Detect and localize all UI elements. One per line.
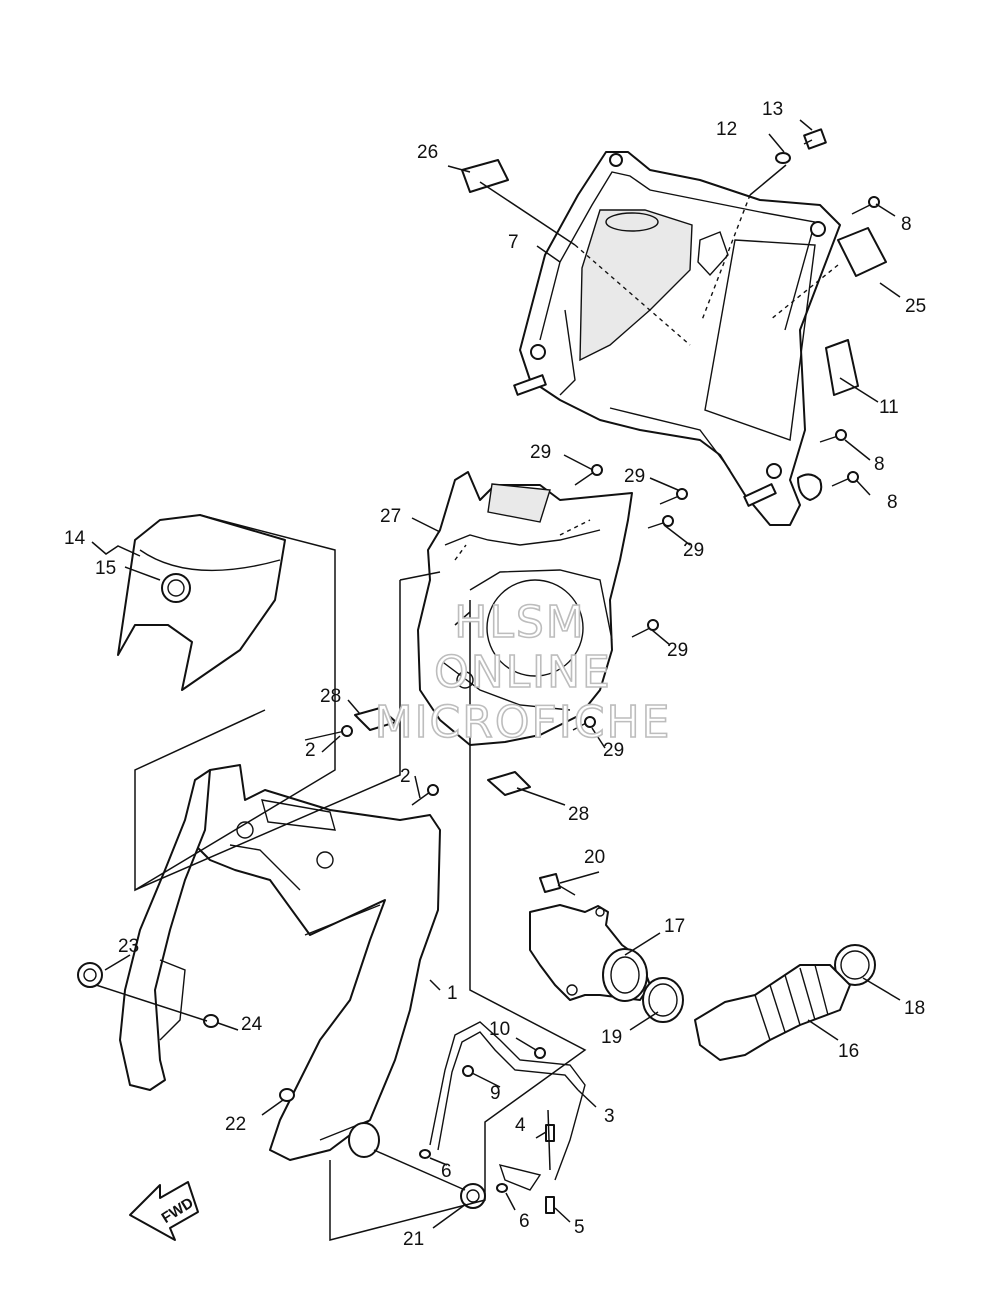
nut-28-lower [487, 771, 531, 796]
label-25 [837, 227, 887, 277]
callout-23: 23 [118, 936, 139, 957]
fwd-arrow-icon: FWD [129, 1181, 199, 1241]
watermark: HLSM ONLINE MICROFICHE [374, 596, 672, 749]
callout-18: 18 [904, 998, 925, 1019]
washer-12 [775, 152, 791, 164]
emblem-15 [161, 573, 191, 603]
callout-6: 6 [441, 1161, 452, 1182]
callout-19: 19 [601, 1027, 622, 1048]
callout-13: 13 [762, 99, 783, 120]
clip-11 [825, 339, 859, 396]
screws-8 [819, 196, 880, 487]
callout-8: 8 [874, 454, 885, 475]
callout-21: 21 [403, 1229, 424, 1250]
clamp-19 [642, 977, 684, 1023]
callout-26: 26 [417, 142, 438, 163]
callout-15: 15 [95, 558, 116, 579]
callout-27: 27 [380, 506, 401, 527]
inner-panel-part-7 [513, 151, 841, 526]
bolt-13 [803, 128, 827, 150]
callout-28: 28 [568, 804, 589, 825]
stay-part-3 [429, 1021, 586, 1191]
nut-28-upper [354, 707, 397, 731]
watermark-line-2: ONLINE [434, 647, 612, 698]
callout-4: 4 [515, 1115, 526, 1136]
inner-cover-part-27 [417, 471, 633, 746]
label-26 [461, 159, 509, 193]
screws-29 [572, 464, 688, 731]
intake-joint-17 [529, 904, 651, 1002]
callout-17: 17 [664, 916, 685, 937]
reference-lines [134, 514, 587, 1241]
side-panel-left [119, 769, 211, 1091]
callout-29: 29 [683, 540, 704, 561]
callout-7: 7 [508, 232, 519, 253]
fastener-23 [77, 962, 103, 988]
watermark-line-1: HLSM [454, 597, 586, 648]
bolt-20 [539, 873, 576, 896]
clamp-18 [834, 944, 876, 986]
callout-6: 6 [519, 1211, 530, 1232]
callout-11: 11 [879, 397, 899, 418]
callout-22: 22 [225, 1114, 246, 1135]
fasteners-misc [77, 725, 555, 1214]
callout-1: 1 [447, 983, 458, 1004]
callout-16: 16 [838, 1041, 859, 1062]
intake-duct-16 [694, 964, 851, 1061]
callout-29: 29 [530, 442, 551, 463]
callout-2: 2 [305, 740, 316, 761]
callout-8: 8 [901, 214, 912, 235]
callout-8: 8 [887, 492, 898, 513]
callout-28: 28 [320, 686, 341, 707]
callout-10: 10 [489, 1019, 510, 1040]
leg-shield-part-1 [194, 764, 441, 1161]
nut-24 [203, 1014, 219, 1028]
leader-lines [91, 119, 901, 1229]
callout-24: 24 [241, 1014, 263, 1035]
watermark-line-3: MICROFICHE [375, 697, 672, 748]
callout-14: 14 [64, 528, 86, 549]
cover-part-14 [117, 514, 286, 691]
callout-12: 12 [716, 119, 737, 140]
callout-29: 29 [667, 640, 688, 661]
callout-5: 5 [574, 1217, 585, 1238]
callout-20: 20 [584, 847, 605, 868]
callout-29: 29 [624, 466, 645, 487]
callout-29: 29 [603, 740, 624, 761]
callout-9: 9 [490, 1083, 501, 1104]
callout-labels: 1 2 2 3 4 5 6 6 7 8 8 8 9 10 11 12 13 14… [64, 99, 926, 1250]
callout-2: 2 [400, 766, 411, 787]
callout-25: 25 [905, 296, 926, 317]
nut-22 [279, 1088, 295, 1102]
callout-3: 3 [604, 1106, 615, 1127]
